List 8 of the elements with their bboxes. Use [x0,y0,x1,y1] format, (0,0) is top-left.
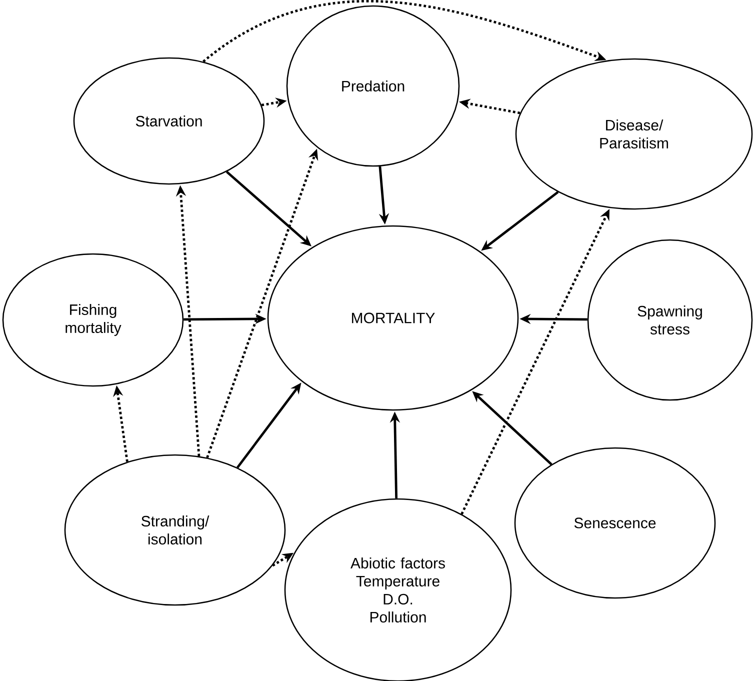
ellipse-node: Starvation [73,57,265,185]
ellipse-node: MORTALITY [267,225,519,411]
ellipse-node: Predation [286,5,460,167]
ellipse-node: Fishing mortality [2,253,184,387]
ellipse-node: Spawning stress [587,239,753,401]
ellipse-node: Stranding/ isolation [64,454,286,606]
ellipse-node: Senescence [514,447,716,599]
ellipse-node: Disease/ Parasitism [515,58,753,210]
